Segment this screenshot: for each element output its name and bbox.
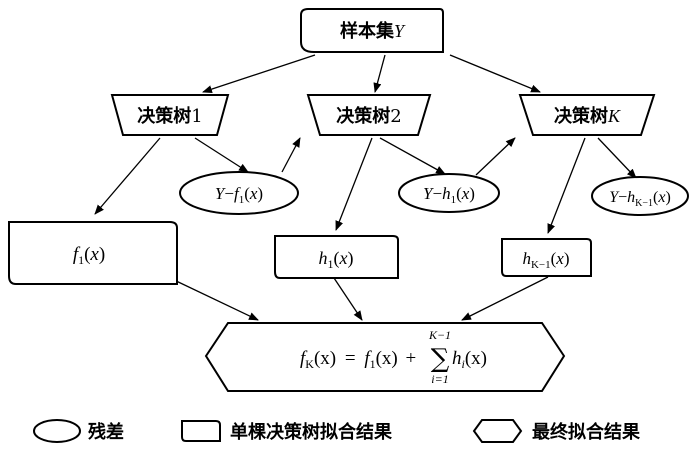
connectors	[94, 54, 637, 321]
arrow-root-to-tree1	[202, 54, 316, 93]
arrow-res1-to-tree2	[281, 137, 301, 173]
root-label: 样本集Y	[340, 20, 406, 42]
residual-k-shape	[591, 176, 689, 216]
tree-node-k: 决策树K	[518, 94, 656, 136]
legend-single-fit-label: 单棵决策树拟合结果	[230, 421, 393, 443]
arrow-fit2-to-final	[333, 277, 363, 321]
arrow-tree1-to-fit1	[94, 137, 161, 215]
final-result: fK(x) = f1(x) + K−1 ∑ i=1 hi(x)	[204, 322, 566, 392]
legend-item-single-fit: 单棵决策树拟合结果	[181, 420, 393, 443]
residual-1: Y−f1(x)	[179, 171, 299, 215]
fit-1-box	[8, 221, 178, 285]
residual-k: Y−hK−1(x)	[591, 176, 689, 216]
residual-2-label: Y−h1(x)	[423, 184, 475, 206]
arrow-treek-to-resk	[597, 137, 637, 179]
final-hexagon	[204, 322, 566, 392]
fit-2-label: h1(x)	[319, 248, 354, 271]
legend-residual-label: 残差	[88, 421, 124, 443]
arrow-fitk-to-final	[461, 276, 549, 321]
fit-k-box	[501, 238, 592, 277]
legend: 残差 单棵决策树拟合结果 最终拟合结果	[33, 419, 641, 443]
fit-1-label: f1(x)	[73, 244, 105, 267]
arrow-res2-to-treek	[475, 137, 516, 176]
root-box	[300, 8, 444, 53]
tree-k-label: 决策树K	[554, 105, 621, 127]
tree-2-shape	[306, 94, 432, 136]
fit-2: h1(x)	[274, 235, 399, 279]
residual-2: Y−h1(x)	[398, 173, 500, 213]
fit-k-label: hK−1(x)	[522, 249, 569, 271]
arrow-treek-to-fitk	[547, 137, 586, 234]
arrow-fit1-to-final	[171, 278, 259, 321]
legend-rect-icon	[181, 420, 221, 442]
legend-hexagon-icon	[472, 419, 523, 443]
legend-item-final-fit: 最终拟合结果	[472, 419, 641, 443]
tree-node-1: 决策树1	[110, 94, 230, 136]
tree-k-shape	[518, 94, 656, 136]
fit-1: f1(x)	[8, 221, 178, 285]
residual-1-label: Y−f1(x)	[215, 184, 263, 206]
arrow-tree2-to-res2	[379, 137, 446, 175]
sigma-symbol: ∑	[431, 344, 450, 374]
tree-node-2: 决策树2	[306, 94, 432, 136]
arrow-root-to-tree2	[373, 54, 386, 93]
legend-item-residual: 残差	[33, 419, 124, 443]
arrow-tree2-to-fit2	[335, 137, 373, 231]
tree-2-label: 决策树2	[336, 105, 401, 127]
fit-k: hK−1(x)	[501, 238, 592, 277]
arrow-root-to-treek	[449, 54, 541, 93]
tree-1-label: 决策树1	[137, 105, 202, 127]
final-formula: fK(x) = f1(x) +	[300, 348, 416, 371]
residual-2-shape	[398, 173, 500, 213]
arrow-tree1-to-res1	[194, 137, 249, 173]
residual-k-label: Y−hK−1(x)	[609, 189, 671, 209]
residual-1-shape	[179, 171, 299, 215]
sum-upper-limit: K−1	[428, 328, 451, 342]
fit-2-box	[274, 235, 399, 279]
sum-lower-limit: i=1	[431, 372, 448, 386]
legend-final-fit-label: 最终拟合结果	[532, 421, 641, 443]
root-node: 样本集Y	[300, 8, 444, 53]
legend-ellipse-icon	[33, 419, 81, 443]
tree-1-shape	[110, 94, 230, 136]
sum-term: hi(x)	[452, 348, 487, 371]
